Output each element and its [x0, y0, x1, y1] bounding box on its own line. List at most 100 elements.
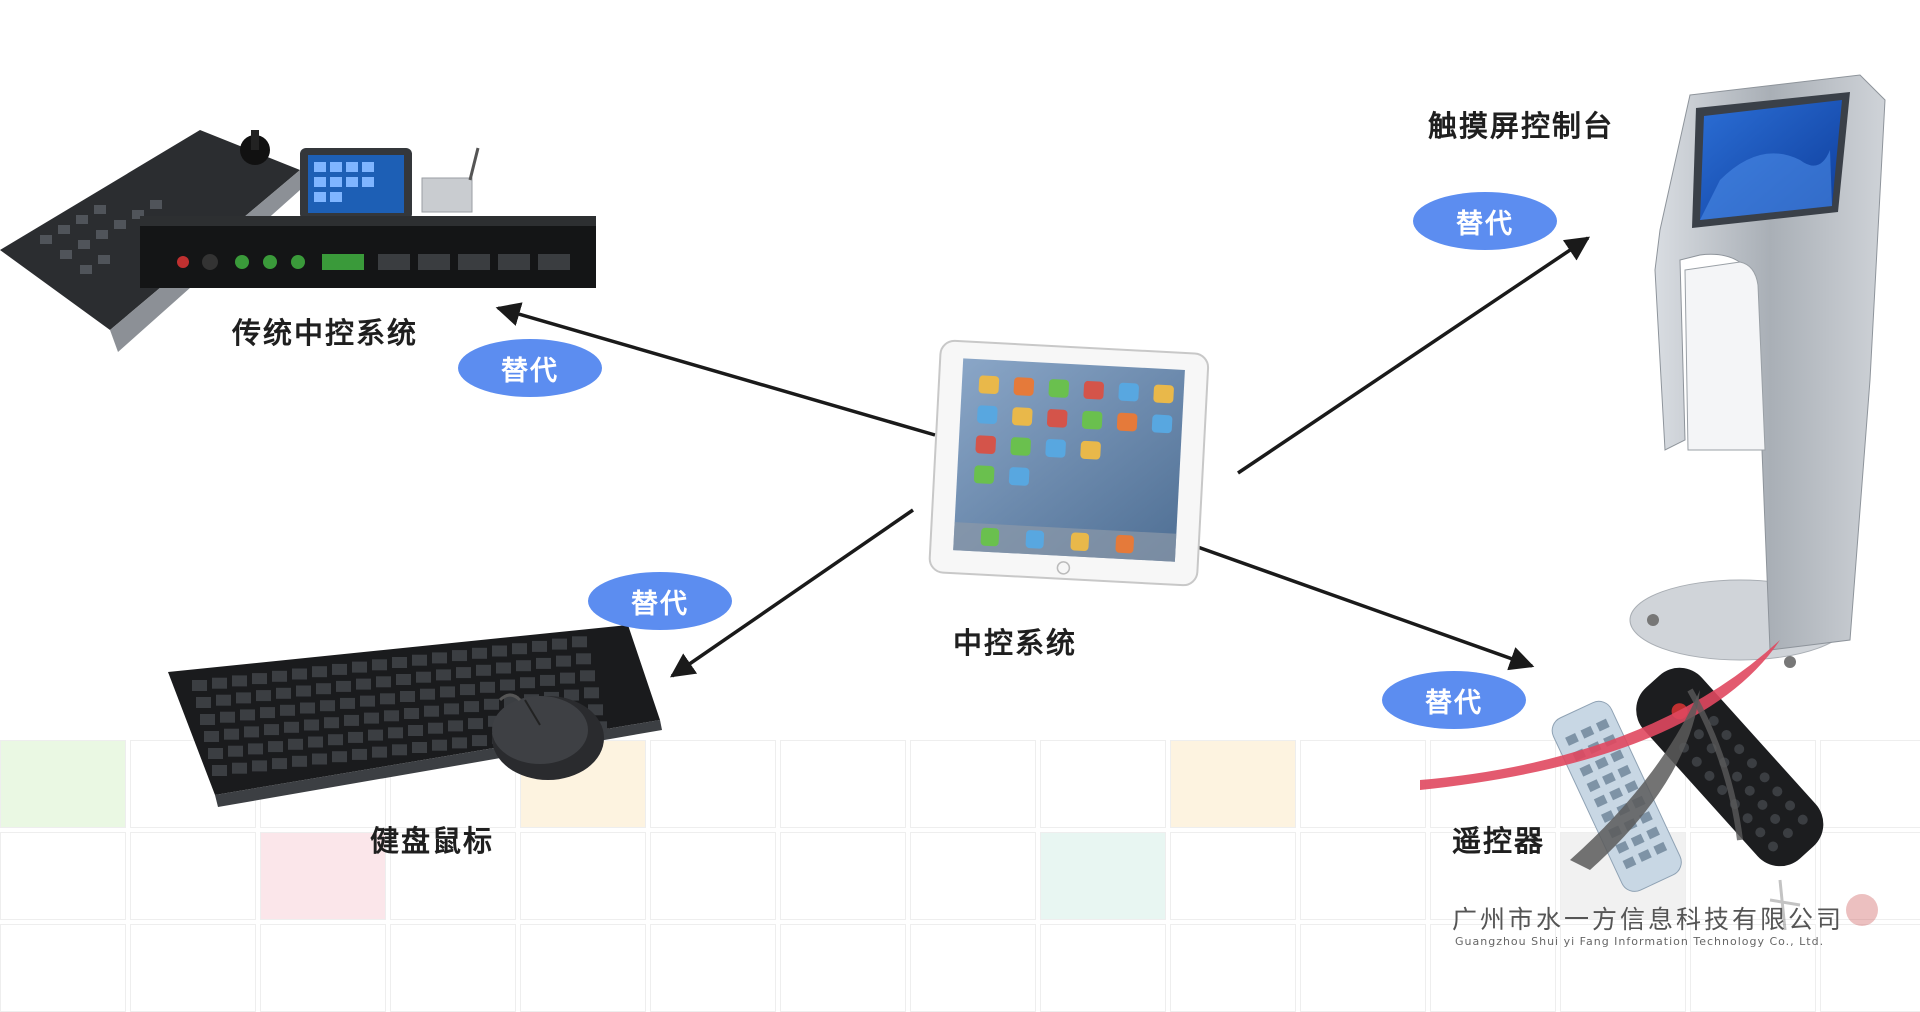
- remote-button: [1565, 733, 1579, 746]
- keyboard-key: [332, 751, 347, 763]
- keyboard-key: [312, 753, 327, 765]
- keyboard-key: [272, 758, 287, 770]
- remote-button: [1601, 810, 1615, 823]
- center-control-label: 中控系统: [953, 626, 1078, 660]
- remote-button: [1782, 828, 1793, 839]
- keyboard-key: [408, 725, 423, 736]
- remote-button: [1744, 785, 1755, 796]
- keyboard-key: [400, 691, 415, 702]
- keyboard-key: [396, 674, 411, 685]
- keyboard-key: [492, 645, 507, 657]
- keyboard-key: [452, 650, 467, 662]
- keyboard-key: [348, 731, 363, 743]
- background-tile: [1300, 832, 1426, 920]
- remote-button: [1721, 729, 1732, 740]
- keyboard-key: [428, 722, 443, 734]
- keyboard-key: [388, 727, 403, 739]
- background-tile: [260, 832, 386, 920]
- remote-button: [1759, 772, 1770, 783]
- keyboard-key: [448, 720, 463, 732]
- keyboard-key: [240, 709, 255, 721]
- keyboard-key: [440, 686, 455, 698]
- traditional-control-label: 传统中控系统: [232, 316, 419, 350]
- keyboard-key: [432, 652, 447, 664]
- background-tile: [1170, 832, 1296, 920]
- remote-button: [1610, 749, 1625, 763]
- remote-button: [1732, 771, 1743, 782]
- keyboard-key: [228, 745, 243, 757]
- keyboard-key: [192, 680, 207, 691]
- keyboard-key: [344, 714, 359, 726]
- arrow-to-traditional: [495, 302, 936, 437]
- keyboard-key: [276, 687, 291, 699]
- background-tile: [1170, 740, 1296, 828]
- remote-button: [1708, 715, 1719, 726]
- remote-button: [1797, 814, 1808, 825]
- remote-button: [1594, 756, 1609, 770]
- keyboard-key: [372, 659, 387, 671]
- keyboard-key: [372, 746, 387, 758]
- remote-button: [1772, 786, 1783, 797]
- keyboard-key: [392, 744, 407, 756]
- keyboard-key: [584, 687, 599, 699]
- keyboard-key: [472, 735, 487, 747]
- replace-badge-keyboard: 替代: [588, 572, 732, 630]
- background-tile: [390, 832, 516, 920]
- replace-badge-remote: 替代: [1382, 671, 1526, 729]
- remote-button: [1580, 725, 1595, 739]
- remote-button: [1617, 764, 1632, 778]
- background-tile: [910, 740, 1036, 828]
- keyboard-key: [556, 655, 571, 667]
- keyboard-key: [304, 719, 319, 731]
- background-tile: [1820, 832, 1920, 920]
- background-tile: [1430, 832, 1556, 920]
- keyboard-key: [312, 666, 327, 678]
- remote-button: [1746, 758, 1757, 769]
- background-tile: [780, 740, 906, 828]
- keyboard-key: [436, 669, 451, 681]
- remote-button: [1602, 772, 1616, 785]
- keyboard-key: [412, 742, 427, 753]
- keyboard-key: [540, 674, 555, 686]
- arrow-to-remote: [1177, 538, 1535, 671]
- keyboard-key: [404, 708, 419, 719]
- keyboard-key: [256, 690, 271, 702]
- remote-button: [1579, 763, 1594, 777]
- keyboard-key: [268, 741, 283, 753]
- remote-button: [1691, 756, 1702, 767]
- keyboard-key: [328, 734, 343, 746]
- keyboard-key: [484, 698, 499, 710]
- remote-button: [1609, 787, 1624, 801]
- keyboard-key: [212, 765, 227, 776]
- background-tile: [520, 832, 646, 920]
- keyboard-key: [576, 653, 591, 665]
- replace-badge-traditional: 替代: [458, 339, 602, 397]
- company-logo-icon: [1420, 640, 1878, 931]
- keyboard-key: [516, 660, 531, 672]
- remote-button: [1637, 849, 1652, 862]
- remote-button: [1624, 780, 1639, 794]
- keyboard-key: [208, 748, 223, 759]
- keyboard-key: [324, 717, 339, 729]
- keyboard-key: [580, 670, 595, 682]
- background-tile: [780, 832, 906, 920]
- keyboard-key: [252, 673, 267, 685]
- keyboard-key: [376, 676, 391, 688]
- keyboard-key: [480, 681, 495, 693]
- remote-button: [1768, 841, 1779, 852]
- keyboard-key: [416, 671, 431, 683]
- remote-button: [1586, 779, 1601, 793]
- remote-button: [1653, 841, 1668, 855]
- keyboard-key: [264, 724, 279, 736]
- keyboard-key: [360, 695, 375, 707]
- traditional-control-device-icon: [0, 130, 596, 352]
- keyboard-key: [468, 718, 483, 730]
- remote-button: [1646, 826, 1660, 840]
- background-tile: [1820, 740, 1920, 828]
- keyboard-key: [420, 688, 435, 700]
- ipad-center-icon: [928, 339, 1210, 587]
- remote-button: [1785, 800, 1796, 811]
- keyboard-key: [308, 736, 323, 748]
- keyboard-mouse-icon: [168, 625, 662, 807]
- remote-button: [1757, 799, 1768, 810]
